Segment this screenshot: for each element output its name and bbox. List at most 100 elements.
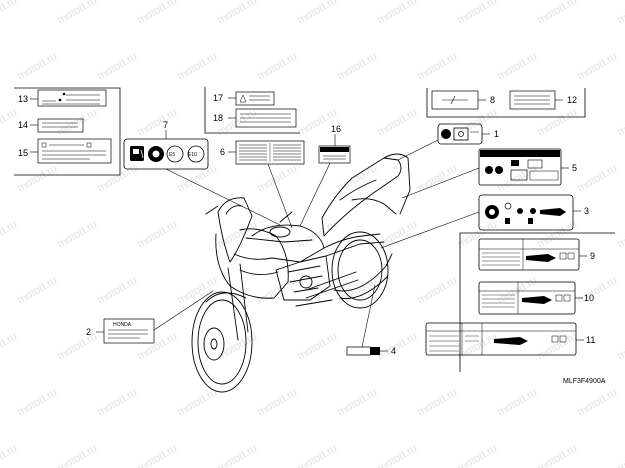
label-7-fuel [123,130,281,226]
callout-9: 9 [590,251,595,261]
watermark-text: motod.ru [176,274,220,306]
watermark-text: motod.ru [296,218,340,250]
watermark-text: motod.ru [376,0,420,27]
watermark-text: motod.ru [576,50,620,82]
label-9 [478,238,587,271]
label-5 [401,148,569,199]
watermark-text: motod.ru [376,106,420,138]
callout-13: 13 [18,94,28,104]
watermark-text: motod.ru [416,386,460,418]
callout-14: 14 [18,120,28,130]
watermark-text: motod.ru [16,386,60,418]
watermark-text: motod.ru [616,0,625,27]
frame-top-group [204,87,300,134]
callout-15: 15 [18,148,28,158]
watermark-text: motod.ru [496,50,540,82]
callout-12: 12 [567,95,577,105]
watermark-text: motod.ru [496,386,540,418]
watermark-text: motod.ru [56,106,100,138]
watermark-text: motod.ru [536,330,580,362]
watermark-text: motod.ru [176,162,220,194]
watermark-text: motod.ru [456,106,500,138]
label-12 [509,90,563,110]
watermark-text: motod.ru [136,442,180,468]
callout-7: 7 [163,120,168,130]
watermark-text: motod.ru [0,218,19,250]
callout-numbers: 13 14 15 17 18 7 6 16 8 12 1 5 3 9 10 11… [18,93,595,356]
label-18 [228,108,297,128]
watermark-text: motod.ru [96,274,140,306]
watermark-text: motod.ru [496,162,540,194]
watermark-text: motod.ru [296,330,340,362]
watermark-text: motod.ru [336,386,380,418]
watermark-text: motod.ru [616,218,625,250]
label-6 [228,140,305,229]
watermark-text: motod.ru [456,218,500,250]
watermark-text: motod.ru [0,330,19,362]
label-4 [346,284,388,356]
watermark-text: motod.ru [296,442,340,468]
watermark-text: motod.ru [176,386,220,418]
label-16 [299,134,351,227]
watermark-text: motod.ru [536,0,580,27]
diagram-code: MLF3F4900A [563,378,606,385]
watermark-text: motod.ru [256,386,300,418]
watermark-text: motod.ru [136,218,180,250]
callout-2: 2 [86,327,91,337]
label-1 [397,123,490,161]
watermark-text: motod.ru [0,442,19,468]
motorcycle-illustration [191,153,411,393]
callout-5: 5 [572,163,577,173]
label-17 [228,91,275,106]
watermark-text: motod.ru [96,50,140,82]
watermark-text: motod.ru [376,442,420,468]
callout-18: 18 [213,113,223,123]
watermark-text: motod.ru [56,218,100,250]
frame-right-group [426,88,586,118]
callout-6: 6 [220,147,225,157]
watermark-text: motod.ru [256,162,300,194]
watermark-text: motod.ru [576,386,620,418]
watermark-text: motod.ru [536,442,580,468]
watermark-text: motod.ru [536,106,580,138]
brand-label: HONDA [113,322,132,328]
watermark-text: motod.ru [456,442,500,468]
watermark-text: motod.ru [56,330,100,362]
label-3 [380,194,581,249]
callout-16: 16 [331,124,341,134]
fuel-label-e10: E10 [188,152,197,158]
watermark-text: motod.ru [256,274,300,306]
frame-left-group [14,87,121,176]
watermark-text: motod.ru [96,162,140,194]
watermark-text: motod.ru [536,218,580,250]
watermark-text: motod.ru [456,0,500,27]
watermark-text: motod.ru [16,162,60,194]
watermark-text: motod.ru [296,0,340,27]
watermark-text: motod.ru [216,0,260,27]
watermark-text: motod.ru [16,274,60,306]
frame-lower-right-group [459,232,615,372]
label-10 [478,281,583,315]
callout-3: 3 [584,206,589,216]
watermark-text: motod.ru [136,330,180,362]
watermark-text: motod.ru [216,442,260,468]
watermark-text: motod.ru [0,0,19,27]
callout-4: 4 [391,346,396,356]
watermark-text: motod.ru [56,442,100,468]
watermark-text: motod.ru [96,386,140,418]
watermark-text: motod.ru [256,50,300,82]
group-frames [14,87,615,372]
label-14 [30,118,84,133]
watermark-text: motod.ru [576,274,620,306]
watermark-text: motod.ru [0,106,19,138]
watermark-text: motod.ru [136,0,180,27]
label-11 [425,322,584,356]
callout-8: 8 [490,95,495,105]
watermark-text: motod.ru [376,330,420,362]
watermark-text: motod.ru [576,162,620,194]
watermark-text: motod.ru [616,106,625,138]
callout-1: 1 [494,129,499,139]
